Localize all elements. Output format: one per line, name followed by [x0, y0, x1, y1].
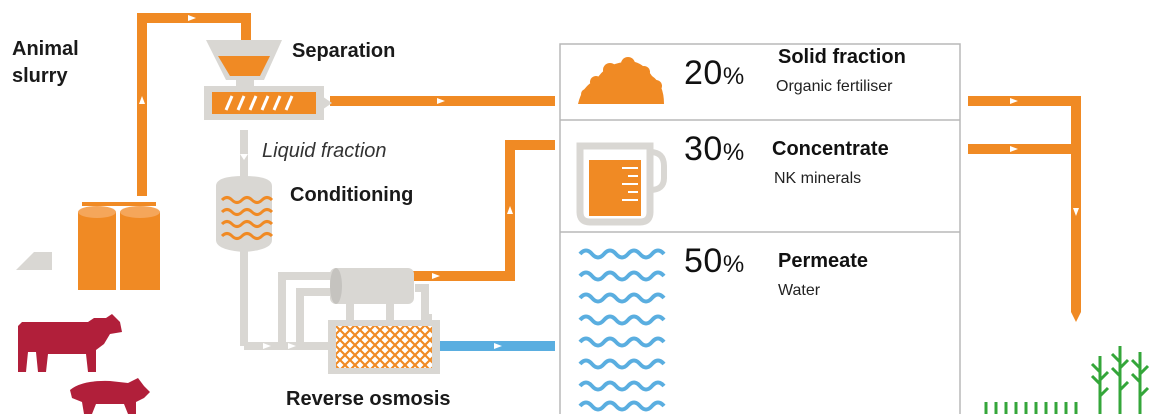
solid-fraction-title: Solid fraction [778, 46, 906, 68]
reverse-osmosis-label: Reverse osmosis [286, 388, 451, 410]
ro-membrane-icon [328, 320, 440, 374]
liquid-fraction-label: Liquid fraction [262, 140, 387, 162]
beaker-icon [576, 142, 667, 226]
cow-icon [18, 314, 122, 372]
animal-slurry-label: Animal slurry [12, 38, 79, 87]
permeate-sub: Water [778, 282, 821, 299]
permeate-title: Permeate [778, 250, 869, 272]
solid-percent: 20% [684, 54, 745, 92]
permeate-percent: 50% [684, 242, 745, 280]
pig-icon [70, 378, 150, 414]
concentrate-percent: 30% [684, 130, 745, 168]
screw-press-icon [204, 86, 332, 120]
concentrate-title: Concentrate [772, 138, 889, 160]
conditioning-label: Conditioning [290, 184, 414, 206]
crops-icon [984, 346, 1150, 414]
conditioning-tank-icon [216, 176, 274, 252]
flow-arrows [139, 15, 1079, 349]
liquid-arrow-icon [240, 154, 248, 160]
solid-pile-icon [578, 57, 664, 104]
products-table [559, 43, 961, 414]
slurry-tanks-icon [16, 202, 160, 290]
separation-label: Separation [292, 40, 396, 62]
water-waves-icon [578, 248, 666, 412]
concentrate-sub: NK minerals [774, 170, 862, 187]
separator-funnel-icon [206, 40, 282, 88]
flow-end-tip [1071, 312, 1081, 322]
solid-fraction-sub: Organic fertiliser [776, 78, 893, 95]
ro-cylinder-icon [330, 268, 414, 304]
